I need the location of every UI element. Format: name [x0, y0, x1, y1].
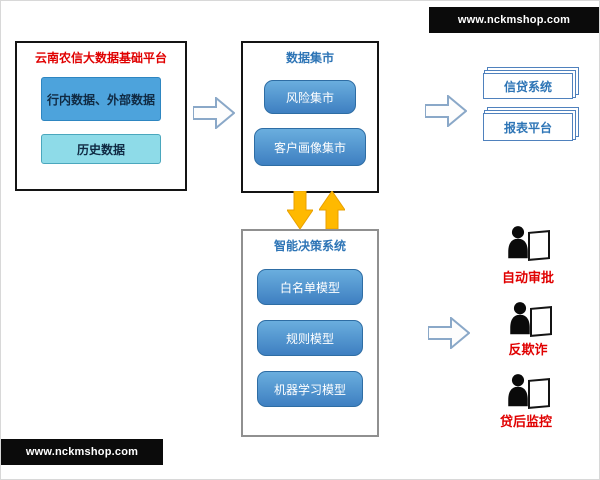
arrow-down-icon — [287, 191, 313, 229]
document-icon — [528, 230, 550, 261]
watermark-top: www.nckmshop.com — [429, 7, 599, 33]
decision-system-box: 智能决策系统 白名单模型 规则模型 机器学习模型 — [241, 229, 379, 437]
arrow-right-icon — [427, 315, 471, 354]
decision-model-machine-learning: 机器学习模型 — [257, 371, 363, 407]
document-icon — [530, 306, 552, 337]
data-mart-item-customer-portrait: 客户画像集市 — [254, 128, 366, 166]
output-system-report: 报表平台 — [483, 107, 579, 141]
decision-model-whitelist: 白名单模型 — [257, 269, 363, 305]
decision-model-rules: 规则模型 — [257, 320, 363, 356]
output-label-anti-fraud: 反欺诈 — [508, 342, 548, 357]
person-icon — [510, 302, 530, 335]
source-platform-box: 云南农信大数据基础平台 行内数据、外部数据 历史数据 — [15, 41, 187, 191]
person-document-icon — [499, 371, 553, 415]
arrow-up-icon — [319, 191, 345, 229]
data-mart-box: 数据集市 风险集市 客户画像集市 — [241, 41, 379, 193]
output-system-credit-label: 信贷系统 — [483, 73, 573, 99]
arrow-right-icon — [192, 95, 236, 134]
output-label-auto-approval: 自动审批 — [501, 270, 554, 285]
bidirectional-arrows — [287, 191, 347, 229]
source-item-internal-external-data: 行内数据、外部数据 — [41, 77, 161, 121]
output-label-post-loan-monitoring: 贷后监控 — [499, 414, 552, 429]
person-document-icon — [501, 299, 555, 343]
source-platform-title: 云南农信大数据基础平台 — [34, 51, 167, 65]
data-mart-title: 数据集市 — [285, 51, 334, 65]
source-item-history-data: 历史数据 — [41, 134, 161, 164]
arrow-right-icon — [424, 93, 468, 132]
output-system-credit: 信贷系统 — [483, 67, 579, 99]
output-system-report-label: 报表平台 — [483, 113, 573, 141]
watermark-bottom: www.nckmshop.com — [1, 439, 163, 465]
person-icon — [508, 374, 528, 407]
source-platform-items: 行内数据、外部数据 历史数据 — [17, 77, 185, 164]
person-icon — [508, 226, 528, 259]
person-document-icon — [499, 223, 553, 267]
decision-system-title: 智能决策系统 — [273, 239, 346, 253]
document-icon — [528, 378, 550, 409]
data-mart-item-risk: 风险集市 — [264, 80, 356, 114]
